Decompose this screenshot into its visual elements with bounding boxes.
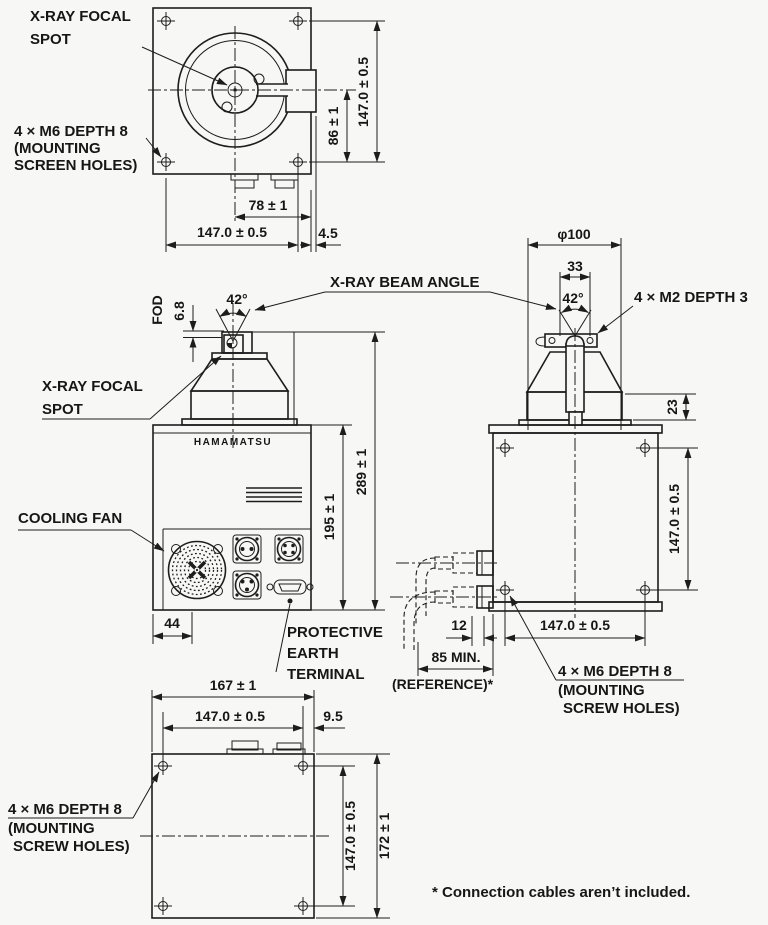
label-m6-side-2: (MOUNTING bbox=[558, 682, 645, 699]
mounting-holes-bottom-view bbox=[154, 757, 312, 915]
dim-6-8: 6.8 bbox=[171, 301, 187, 321]
dim-85-min: 85 MIN. bbox=[431, 649, 480, 665]
label-m6-side-1: 4 × M6 DEPTH 8 bbox=[558, 663, 672, 680]
dim-147-side-right: 147.0 ± 0.5 bbox=[666, 484, 682, 554]
dim-147-top-right: 147.0 ± 0.5 bbox=[355, 57, 371, 127]
dim-167: 167 ± 1 bbox=[210, 677, 257, 693]
label-m6-bottom-2: (MOUNTING bbox=[8, 820, 95, 837]
label-m6-side-3: SCREW HOLES) bbox=[563, 700, 680, 717]
dim-42deg-front: 42° bbox=[226, 291, 247, 307]
cooling-fan bbox=[167, 540, 227, 600]
connector-round-2 bbox=[274, 534, 304, 564]
side-view: 42° φ100 33 4 × M2 DEPTH 3 23 147.0 ± 0.… bbox=[390, 226, 748, 717]
earth-terminal-dot bbox=[287, 598, 293, 604]
front-view: HAMAMATSU bbox=[18, 274, 557, 683]
label-beam-angle: X-RAY BEAM ANGLE bbox=[330, 274, 479, 291]
label-focal-spot-front-1: X-RAY FOCAL bbox=[42, 378, 143, 395]
label-m6-bottom-1: 4 × M6 DEPTH 8 bbox=[8, 801, 122, 818]
dim-9-5: 9.5 bbox=[323, 708, 343, 724]
dim-147-bottom-top: 147.0 ± 0.5 bbox=[195, 708, 265, 724]
top-view: 86 ± 1 147.0 ± 0.5 78 ± 1 147.0 ± 0.5 4.… bbox=[14, 7, 385, 252]
label-m6-top-2: (MOUNTING bbox=[14, 140, 101, 157]
label-earth-3: TERMINAL bbox=[287, 666, 365, 683]
dim-reference: (REFERENCE)* bbox=[392, 676, 494, 692]
dim-4-5: 4.5 bbox=[318, 225, 338, 241]
dim-86: 86 ± 1 bbox=[325, 106, 341, 145]
label-m6-bottom-3: SCREW HOLES) bbox=[13, 838, 130, 855]
vent-slots bbox=[246, 487, 302, 503]
label-focal-spot-front-2: SPOT bbox=[42, 401, 83, 418]
label-focal-spot-top-2: SPOT bbox=[30, 31, 71, 48]
tube-cone bbox=[189, 358, 290, 392]
dim-147-bottom-right: 147.0 ± 0.5 bbox=[342, 801, 358, 871]
dim-147-top-bottom: 147.0 ± 0.5 bbox=[197, 224, 267, 240]
connector-round-3 bbox=[232, 570, 262, 600]
dim-33: 33 bbox=[567, 258, 583, 274]
m2-hole bbox=[548, 337, 556, 344]
m2-hole bbox=[586, 337, 594, 344]
dim-195: 195 ± 1 bbox=[321, 493, 337, 540]
dim-phi100: φ100 bbox=[557, 226, 591, 242]
label-focal-spot-top-1: X-RAY FOCAL bbox=[30, 8, 131, 25]
dim-147-side-bottom: 147.0 ± 0.5 bbox=[540, 617, 610, 633]
connection-cables bbox=[390, 550, 500, 650]
dim-44: 44 bbox=[164, 615, 180, 631]
dim-172: 172 ± 1 bbox=[376, 812, 392, 859]
dim-42deg-side: 42° bbox=[562, 290, 583, 306]
label-earth-2: EARTH bbox=[287, 645, 339, 662]
dim-fod: FOD bbox=[149, 295, 165, 325]
label-m6-top-1: 4 × M6 DEPTH 8 bbox=[14, 123, 128, 140]
dim-78: 78 ± 1 bbox=[249, 197, 288, 213]
label-earth-1: PROTECTIVE bbox=[287, 624, 383, 641]
dim-12: 12 bbox=[451, 617, 467, 633]
label-cooling-fan: COOLING FAN bbox=[18, 510, 122, 527]
mounting-holes-top-view bbox=[157, 12, 307, 171]
dim-23: 23 bbox=[664, 399, 680, 415]
connector-dsub bbox=[266, 579, 314, 595]
label-m6-top-3: SCREEN HOLES) bbox=[14, 157, 137, 174]
front-body bbox=[152, 424, 312, 611]
dim-289: 289 ± 1 bbox=[353, 448, 369, 495]
connector-round-1 bbox=[232, 534, 262, 564]
bottom-view: 167 ± 1 147.0 ± 0.5 9.5 147.0 ± 0.5 172 … bbox=[8, 677, 392, 919]
footnote: * Connection cables aren’t included. bbox=[432, 884, 690, 901]
label-m2: 4 × M2 DEPTH 3 bbox=[634, 289, 748, 306]
side-connector-block bbox=[285, 69, 317, 113]
mounting-holes-side-view bbox=[496, 439, 654, 599]
brand-logo: HAMAMATSU bbox=[194, 437, 272, 448]
